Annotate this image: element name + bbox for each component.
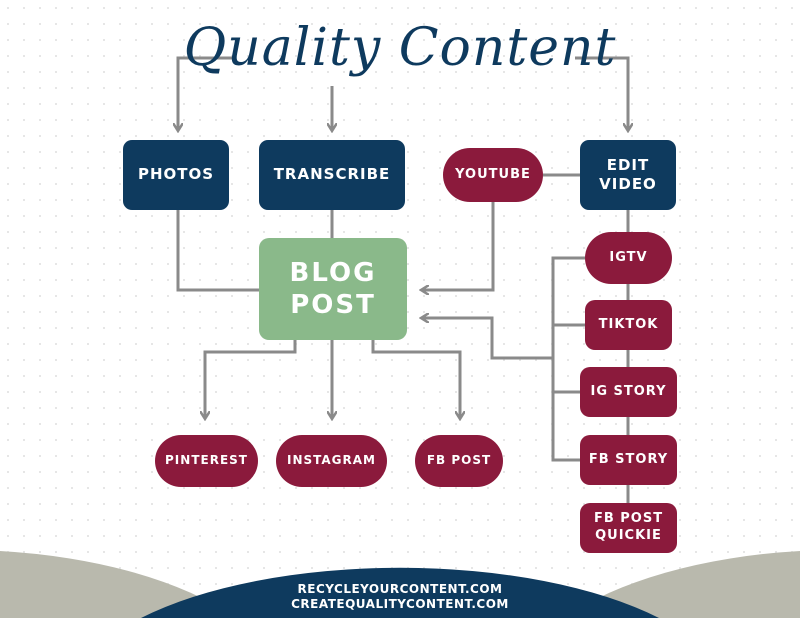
node-fb-post-quickie: FB POST QUICKIE (580, 503, 677, 553)
node-edit-video: EDIT VIDEO (580, 140, 676, 210)
arrow-blog-fb-post (371, 340, 460, 418)
node-blog-post: BLOG POST (259, 238, 407, 340)
corner-shape-left (0, 551, 236, 618)
node-fb-post: FB POST (415, 435, 503, 487)
page-title: Quality Content (183, 18, 617, 78)
node-instagram: INSTAGRAM (276, 435, 387, 487)
footer-link-recycle: RECYCLEYOURCONTENT.COM (297, 582, 503, 596)
footer-link-create: CREATEQUALITYCONTENT.COM (291, 597, 509, 611)
arrow-blog-pinterest (205, 340, 297, 418)
arrow-title-edit-video (575, 56, 628, 130)
line-photos-blog (176, 210, 259, 292)
bracket-shorts (551, 256, 585, 462)
node-youtube: YOUTUBE (443, 148, 543, 202)
node-ig-story: IG STORY (580, 367, 677, 417)
footer-dome (141, 567, 659, 618)
node-pinterest: PINTEREST (155, 435, 258, 487)
footer-links: RECYCLEYOURCONTENT.COM CREATEQUALITYCONT… (0, 582, 800, 612)
arrow-shorts-blog (422, 318, 553, 360)
corner-shape-right (564, 551, 800, 618)
arrow-youtube-blog (422, 202, 495, 290)
node-transcribe: TRANSCRIBE (259, 140, 405, 210)
arrow-title-photos (178, 56, 235, 130)
node-tiktok: TIKTOK (585, 300, 672, 350)
node-igtv: IGTV (585, 232, 672, 284)
node-photos: PHOTOS (123, 140, 229, 210)
node-fb-story: FB STORY (580, 435, 677, 485)
